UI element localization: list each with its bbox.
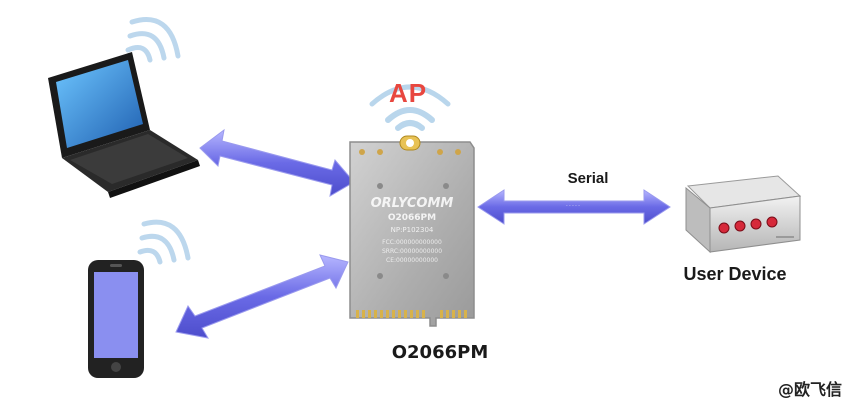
serial-label: Serial: [567, 170, 609, 187]
arrow-serial: - - - - -: [477, 189, 671, 225]
module-model-print: O2066PM: [388, 213, 436, 223]
module-name-label: O2066PM: [391, 342, 489, 363]
module-pn: NP:P102304: [391, 226, 434, 234]
arrow-phone-module: [175, 254, 349, 339]
watermark-text: @欧飞信: [777, 380, 842, 399]
wifi-waves-icon: [125, 17, 181, 63]
module-board: ORLYCOMM O2066PM NP:P102304 FCC:00000000…: [349, 135, 475, 327]
wifi-waves-icon: [369, 84, 451, 131]
module-fcc: FCC:000000000000: [382, 239, 442, 246]
arrow-laptop-module: [199, 128, 355, 197]
phone-icon: [88, 260, 144, 378]
laptop-icon: [48, 52, 200, 198]
module-ce: CE:00000000000: [386, 257, 438, 264]
ap-label: AP: [388, 78, 428, 108]
svg-text:- - - - -: - - - - -: [566, 203, 580, 209]
user-device-icon: [685, 175, 802, 254]
module-srrc: SRRC:00000000000: [382, 248, 442, 255]
wifi-waves-icon: [137, 219, 191, 265]
module-brand: ORLYCOMM: [371, 196, 454, 211]
user-device-label: User Device: [683, 264, 787, 284]
